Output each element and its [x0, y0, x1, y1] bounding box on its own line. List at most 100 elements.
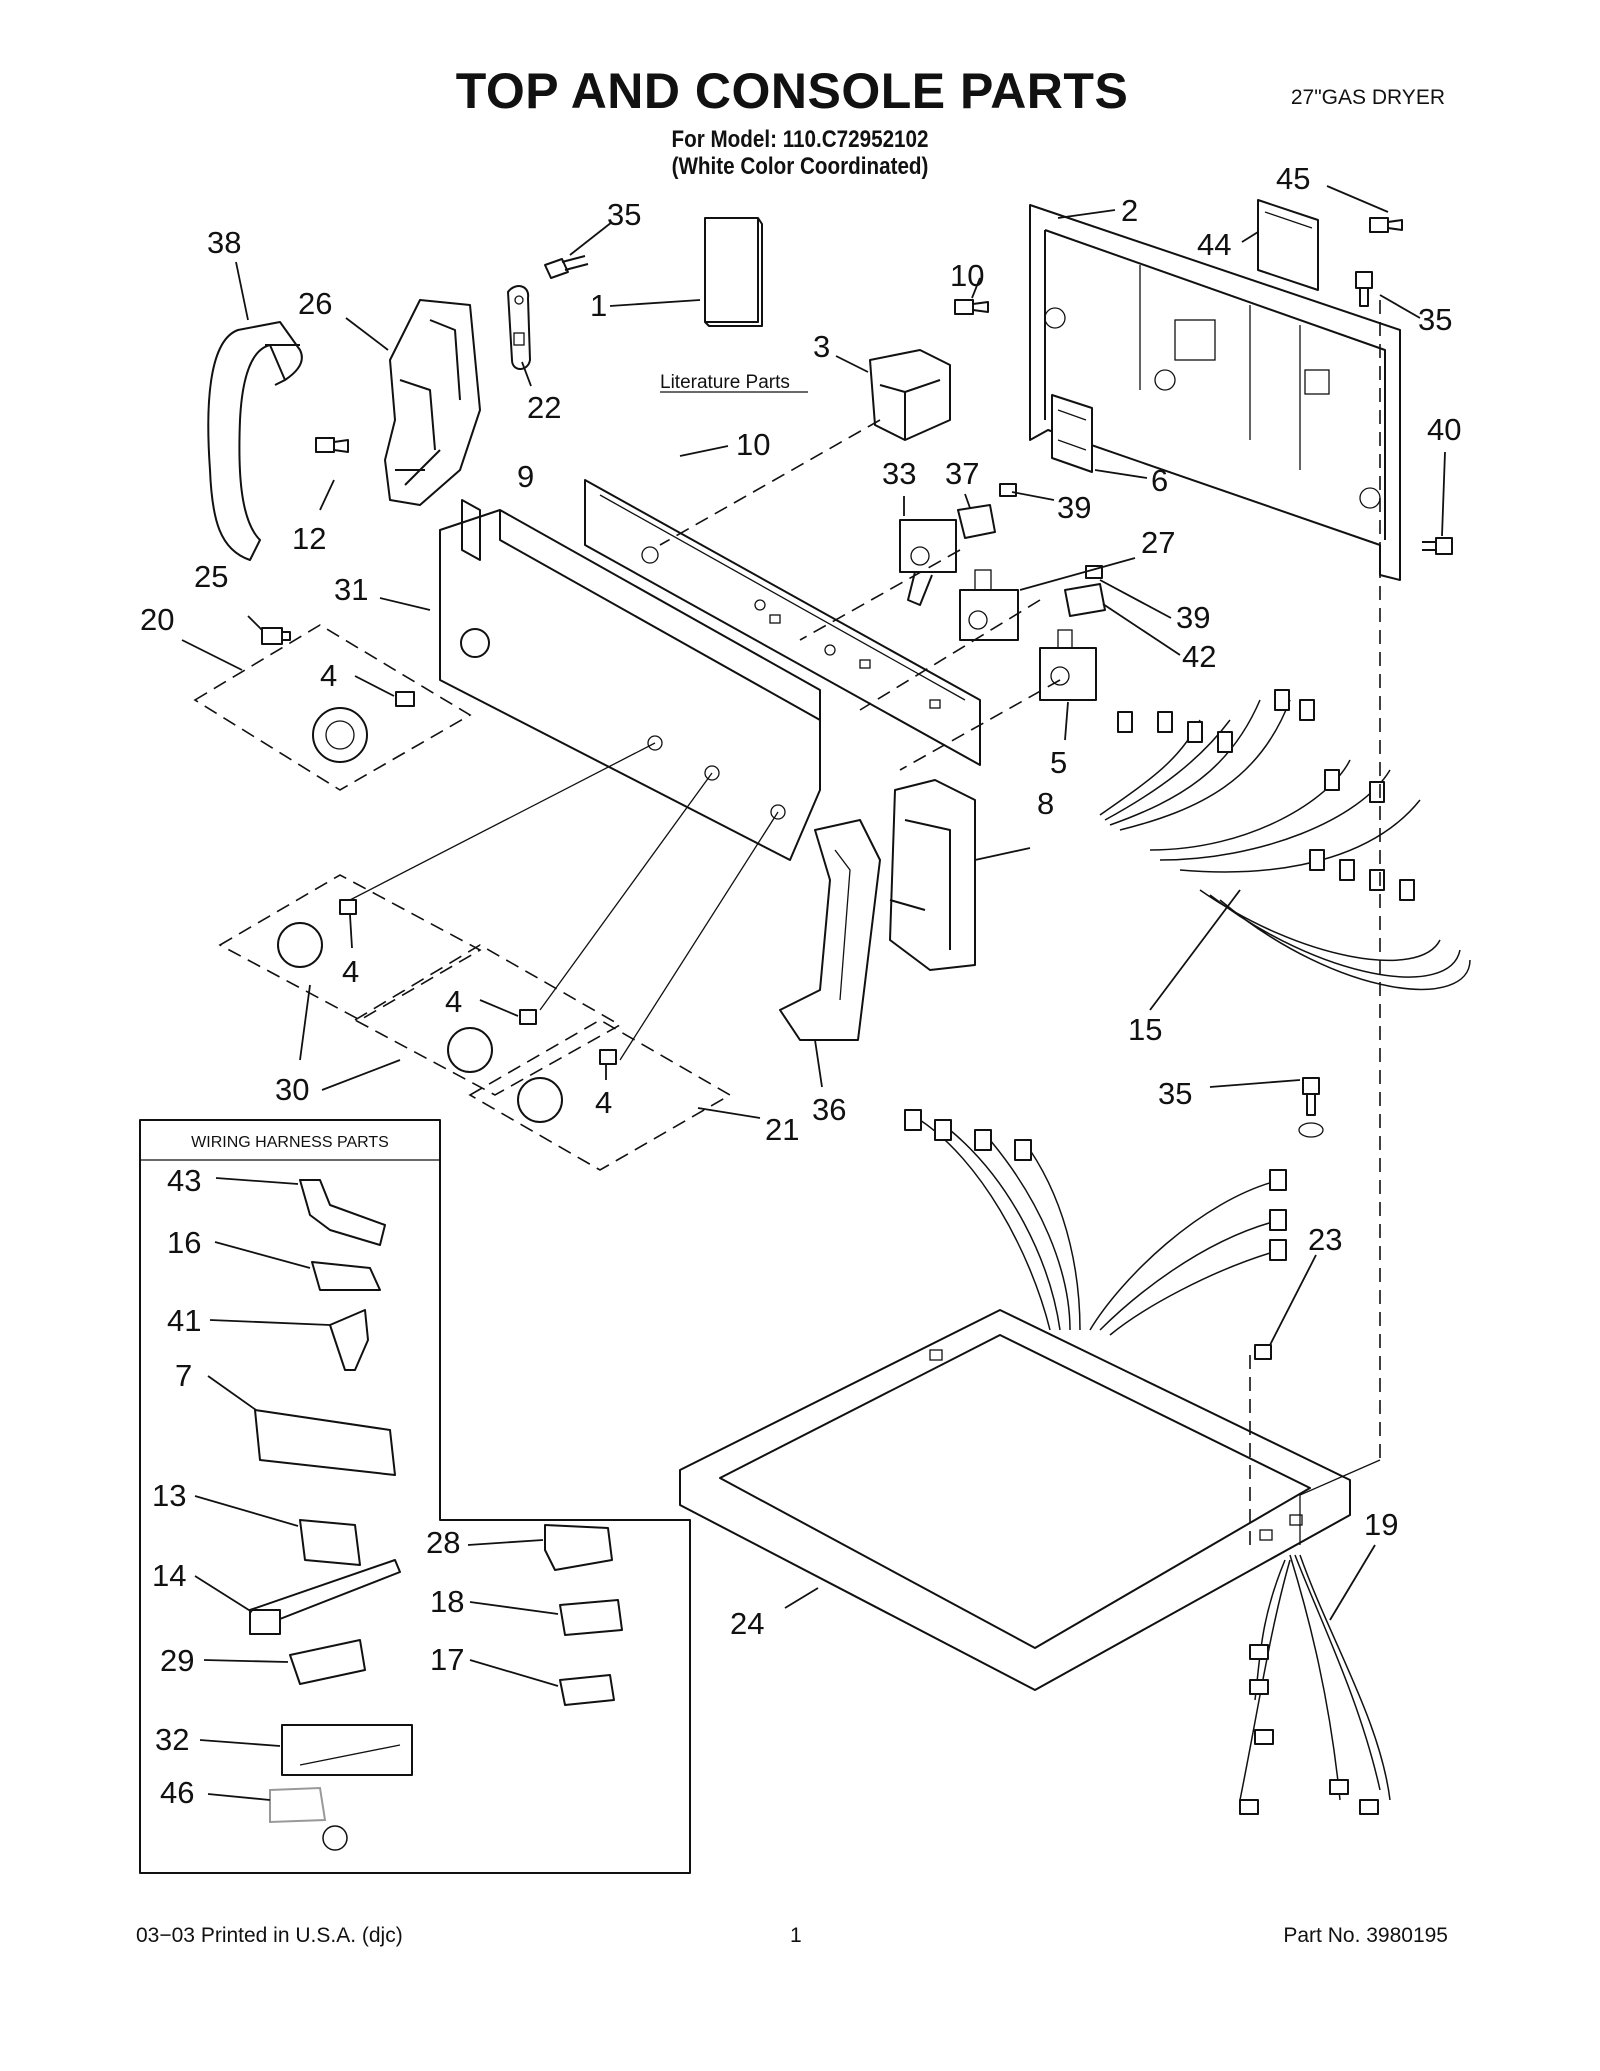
screw-40: [1422, 537, 1453, 555]
callout-46: 46: [160, 1775, 194, 1810]
callout-12: 12: [292, 521, 326, 556]
callout-14: 14: [152, 1558, 186, 1593]
callout-22: 22: [527, 390, 561, 425]
callout-27: 27: [1141, 525, 1175, 560]
center-wire-harness: [904, 1109, 1287, 1336]
knob-group-21: [468, 1019, 732, 1171]
literature-parts-label: Literature Parts: [660, 372, 790, 393]
part-2-rear-panel: [1029, 204, 1401, 581]
print-info: 03−03 Printed in U.S.A. (djc): [136, 1924, 403, 1947]
screw-25: [261, 627, 291, 645]
part-24-top-panel: [679, 1309, 1351, 1691]
part-23-clip: [1254, 1344, 1272, 1360]
part-17-housing: [559, 1674, 615, 1706]
part-42-plate: [1064, 583, 1106, 617]
callout-40: 40: [1427, 412, 1461, 447]
callout-15: 15: [1128, 1012, 1162, 1047]
callout-13: 13: [152, 1478, 186, 1513]
callout-16: 16: [167, 1225, 201, 1260]
callout-32: 32: [155, 1722, 189, 1757]
callout-33: 33: [882, 456, 916, 491]
callout-17: 17: [430, 1642, 464, 1677]
callout-36: 36: [812, 1092, 846, 1127]
callout-4-c: 4: [445, 984, 462, 1019]
callout-21: 21: [765, 1112, 799, 1147]
part-38-end-cap: [207, 321, 303, 561]
callout-8: 8: [1037, 786, 1054, 821]
callout-4-a: 4: [320, 658, 337, 693]
callout-5: 5: [1050, 745, 1067, 780]
page-title: TOP AND CONSOLE PARTS: [455, 63, 1129, 119]
knob-group-30: [218, 874, 482, 1021]
part-7-block: [254, 1409, 396, 1476]
callout-18: 18: [430, 1584, 464, 1619]
screw-35-bottom: [1298, 1077, 1324, 1138]
callout-2: 2: [1121, 193, 1138, 228]
callout-labels: 38 26 35 1 22 3 10 2 45 44 35 40 6 10 9 …: [140, 161, 1461, 1810]
part-43-terminal: [299, 1179, 386, 1246]
leader-lines: [181, 185, 1446, 1801]
callout-19: 19: [1364, 1507, 1398, 1542]
callout-39-top: 39: [1057, 490, 1091, 525]
callout-29: 29: [160, 1643, 194, 1678]
inset-title: WIRING HARNESS PARTS: [191, 1134, 389, 1151]
callout-26: 26: [298, 286, 332, 321]
callout-42: 42: [1182, 639, 1216, 674]
callout-38: 38: [207, 225, 241, 260]
part-9-console-channel: [584, 479, 981, 766]
callout-1: 1: [590, 288, 607, 323]
model-number: For Model: 110.C72952102: [671, 126, 929, 153]
callout-24: 24: [730, 1606, 764, 1641]
callout-20: 20: [140, 602, 174, 637]
knob-group-middle: [353, 944, 622, 1096]
callout-31: 31: [334, 572, 368, 607]
callout-28: 28: [426, 1525, 460, 1560]
part-36-end-cap: [779, 819, 881, 1041]
part-32-block: [281, 1724, 413, 1776]
callout-35-bottom: 35: [1158, 1076, 1192, 1111]
part-26-console-bracket: [384, 299, 481, 506]
part-number: Part No. 3980195: [1283, 1924, 1448, 1947]
part-18-housing: [559, 1599, 623, 1636]
part-33-timer: [899, 519, 957, 606]
part-5-switch: [1039, 629, 1097, 701]
part-13-housing: [299, 1519, 361, 1566]
callout-45: 45: [1276, 161, 1310, 196]
page-number: 1: [790, 1924, 802, 1947]
part-15-wire-harness: [1099, 689, 1471, 991]
callout-3: 3: [813, 329, 830, 364]
part-19-wire-harness: [1239, 1554, 1391, 1815]
callout-7: 7: [175, 1358, 192, 1393]
callout-4-b: 4: [342, 954, 359, 989]
part-1-literature: [704, 217, 763, 327]
callout-41: 41: [167, 1303, 201, 1338]
part-29-connector: [289, 1639, 366, 1685]
callout-9: 9: [517, 459, 534, 494]
product-type: 27"GAS DRYER: [1290, 86, 1445, 109]
screw-12: [315, 437, 349, 453]
screw-35-top: [544, 255, 589, 279]
callout-30: 30: [275, 1072, 309, 1107]
callout-37: 37: [945, 456, 979, 491]
callout-35-top: 35: [607, 197, 641, 232]
part-28-housing: [544, 1524, 613, 1571]
part-16-connector: [311, 1261, 381, 1291]
callout-44: 44: [1197, 227, 1231, 262]
callout-10-top: 10: [950, 258, 984, 293]
callout-39-mid: 39: [1176, 600, 1210, 635]
callout-23: 23: [1308, 1222, 1342, 1257]
part-8-console-bracket: [889, 779, 976, 971]
callout-4-d: 4: [595, 1085, 612, 1120]
part-22-clip: [507, 285, 531, 370]
part-44-plate: [1257, 199, 1319, 291]
screw-39-top: [999, 483, 1017, 497]
part-6-bracket: [1051, 394, 1093, 473]
callout-43: 43: [167, 1163, 201, 1198]
callout-10-mid: 10: [736, 427, 770, 462]
part-12-handle-insert: [461, 499, 481, 561]
part-46-connector: [269, 1786, 327, 1824]
part-27-switch: [959, 569, 1019, 641]
part-41-clip: [329, 1309, 369, 1371]
screw-35-right: [1355, 271, 1373, 307]
